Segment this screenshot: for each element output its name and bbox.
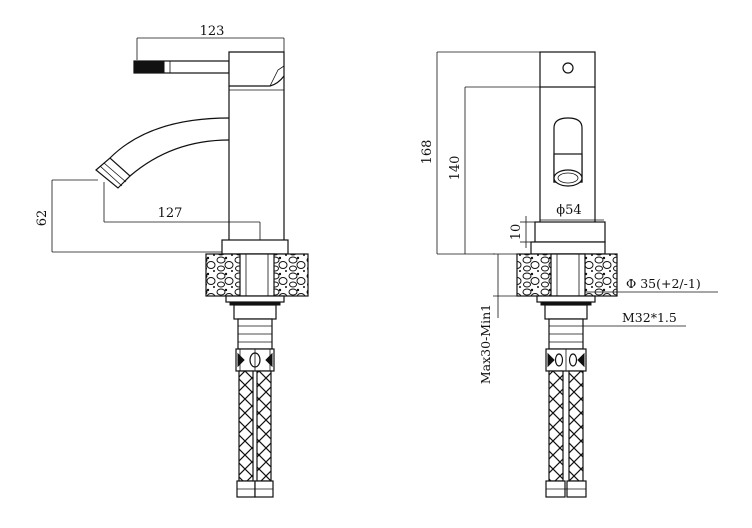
dimension-body-height: 140 bbox=[448, 86, 540, 254]
dim-thread-label: M32*1.5 bbox=[622, 310, 677, 325]
dim-deck-label: Max30-Min1 bbox=[478, 304, 493, 384]
front-countertop bbox=[516, 253, 618, 297]
front-handle bbox=[539, 51, 596, 88]
front-braided-hoses bbox=[545, 370, 587, 498]
countertop-section bbox=[205, 253, 309, 297]
dim-62-label: 62 bbox=[35, 210, 50, 227]
front-base: 10 bbox=[509, 216, 606, 255]
front-body: ϕ54 bbox=[539, 87, 604, 222]
side-view: 123 bbox=[35, 24, 309, 498]
dimension-hole: Φ 35(+2/-1) bbox=[585, 276, 718, 293]
dim-127-label: 127 bbox=[158, 206, 183, 221]
dim-10-label: 10 bbox=[509, 224, 524, 241]
handle-lever bbox=[133, 51, 285, 87]
dim-diameter-54-label: ϕ54 bbox=[556, 203, 581, 218]
dimension-spout: 127 62 bbox=[35, 179, 261, 253]
dimension-total-height: 168 bbox=[420, 51, 540, 255]
dim-168-label: 168 bbox=[420, 140, 435, 165]
hose-nut bbox=[235, 348, 275, 372]
dimension-handle-length: 123 bbox=[136, 24, 285, 60]
front-view: 168 140 ϕ54 10 bbox=[420, 51, 718, 498]
dimension-deck-thickness: Max30-Min1 bbox=[478, 253, 540, 384]
mounting-shank bbox=[225, 295, 285, 350]
braided-hoses bbox=[236, 370, 274, 498]
front-shank: M32*1.5 bbox=[536, 295, 686, 350]
dim-123-label: 123 bbox=[200, 24, 225, 39]
dim-140-label: 140 bbox=[448, 156, 463, 181]
front-hose-nut bbox=[545, 348, 587, 372]
faucet-body bbox=[95, 76, 285, 240]
base-ring bbox=[221, 239, 289, 255]
dim-hole-label: Φ 35(+2/-1) bbox=[626, 276, 701, 291]
